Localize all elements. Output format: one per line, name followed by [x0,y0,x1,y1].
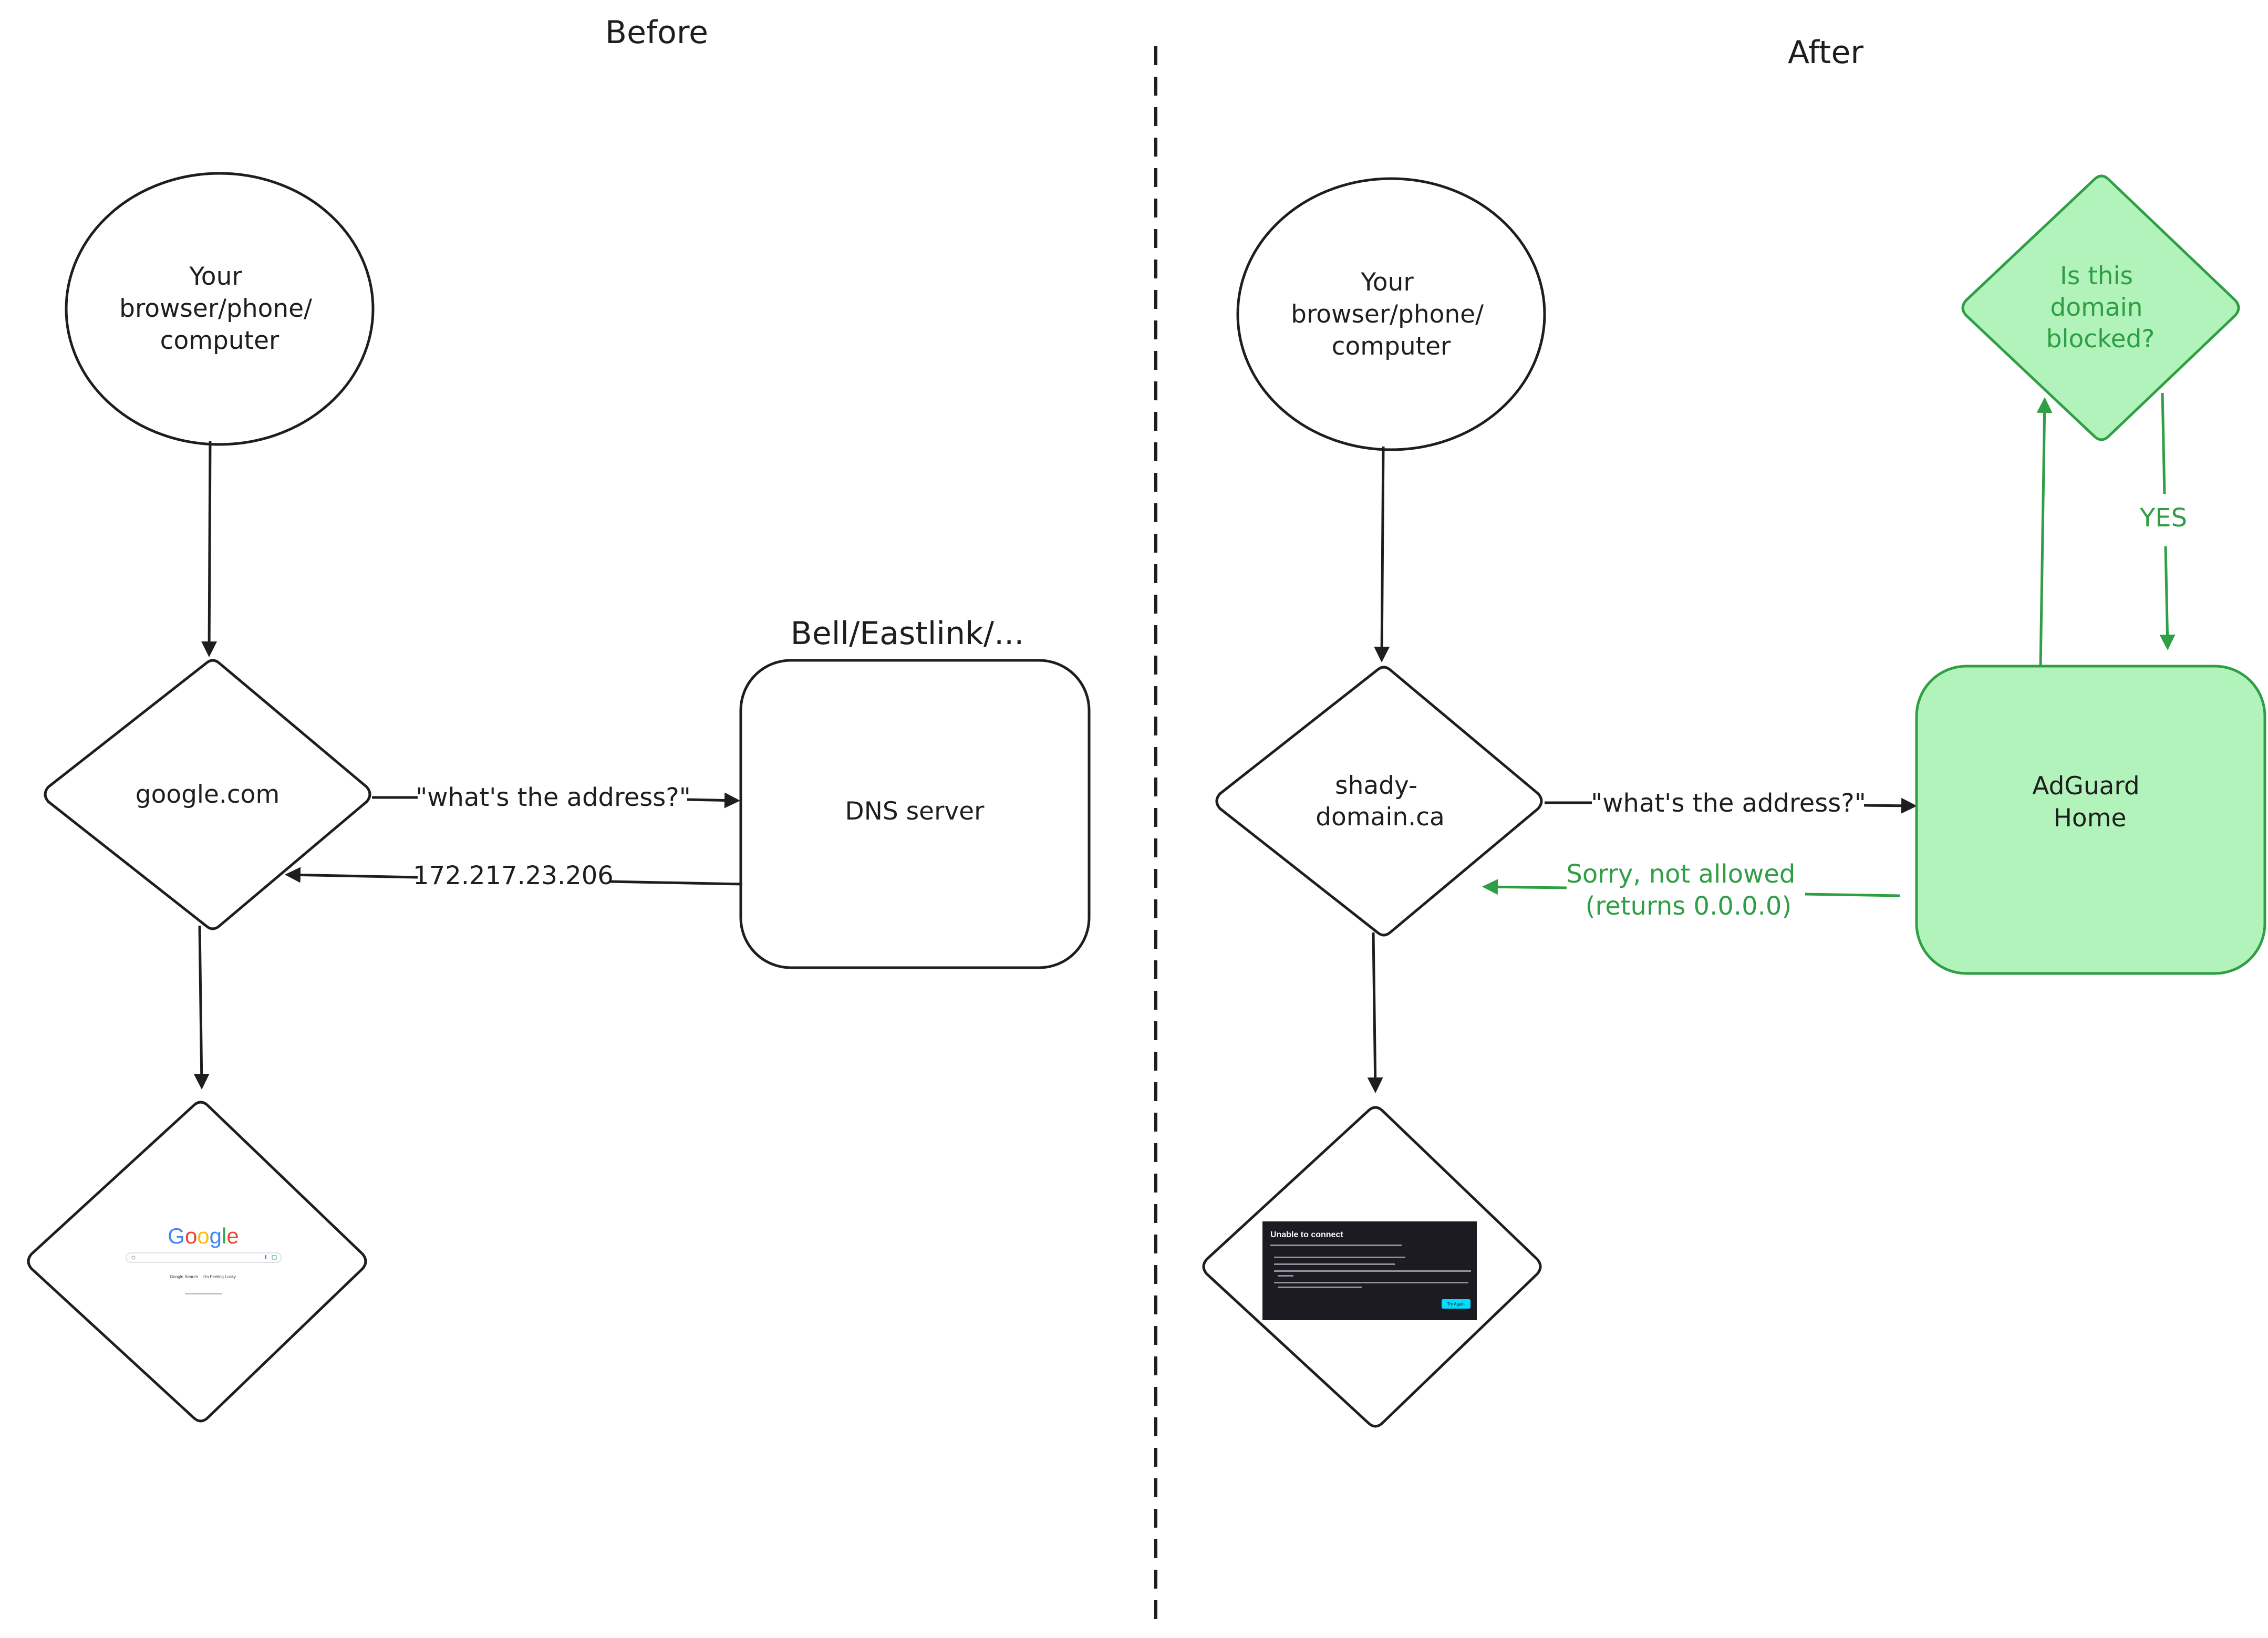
try-again-button [1442,1299,1470,1309]
after-domain-line-2: domain.ca [1316,803,1445,832]
google-logo-letter-5: l [222,1224,226,1248]
before-domain-node: google.com [44,659,371,930]
error-bullet-line-1 [1274,1257,1405,1258]
error-bullet-line-2 [1274,1263,1395,1265]
yes-arrow-b [2159,546,2176,650]
google-logo-letter-3: o [197,1224,209,1248]
before-query-arrow-b [687,792,740,808]
after-result-node: Unable to connect Try Again [1202,1106,1542,1428]
adguard-home-line-1: AdGuard [2032,772,2140,801]
yes-label: YES [2139,503,2187,533]
after-client-node: Your browser/phone/ computer [1236,177,1546,451]
google-search-button: Google Search [170,1274,198,1279]
after-response-line-2: (returns 0.0.0.0) [1586,891,1791,921]
before-domain-to-result-arrow [193,925,210,1090]
yes-arrow-a [2161,392,2166,494]
search-icon [131,1256,136,1260]
after-client-line-2: browser/phone/ [1291,300,1484,329]
before-dns-server-node: DNS server [739,659,1091,969]
error-description-line-1 [1270,1245,1402,1246]
after-response-arrow-b [1482,879,1567,895]
before-response-arrow-a [609,880,743,886]
blocked-decision-node: Is this domain blocked? [1961,174,2240,441]
before-dns-server-label: DNS server [845,797,985,826]
adguard-home-label: AdGuard Home [2032,772,2147,833]
after-client-to-domain-arrow [1374,446,1390,662]
blocked-decision-label: Is this domain blocked? [2046,262,2155,354]
after-domain-node: shady- domain.ca [1215,666,1543,937]
adguard-to-decision-arrow [2036,397,2053,668]
before-client-node: Your browser/phone/ computer [65,172,375,446]
after-response-arrow-a [1805,893,1900,897]
before-query-label: "what's the address?" [416,783,691,812]
google-logo: Google [168,1224,239,1248]
before-client-line-1: Your [189,262,242,291]
blocked-decision-line-1: Is this [2060,262,2133,291]
after-query-label: "what's the address?" [1591,789,1866,818]
after-response-line-1: Sorry, not allowed [1566,859,1795,889]
google-logo-letter-2: o [185,1224,197,1248]
feeling-lucky-button: I'm Feeling Lucky [203,1274,236,1279]
after-response-label: Sorry, not allowed (returns 0.0.0.0) [1566,859,1803,921]
error-bullet-line-4b [1278,1287,1362,1288]
google-footer-line [185,1293,222,1294]
before-response-label: 172.217.23.206 [413,861,614,890]
after-domain-to-result-arrow [1367,932,1383,1093]
after-title: After [1788,34,1863,71]
before-response-arrow-b [285,867,418,883]
google-search-box [126,1252,282,1263]
error-bullet-line-3 [1274,1270,1471,1272]
before-title: Before [605,14,708,51]
before-client-line-2: browser/phone/ [119,294,312,323]
blocked-decision-line-3: blocked? [2046,325,2155,354]
after-domain-label: shady- domain.ca [1316,771,1445,832]
before-client-line-3: computer [160,326,279,355]
before-client-label: Your browser/phone/ computer [119,262,320,355]
google-logo-letter-4: g [210,1224,222,1248]
adguard-home-line-2: Home [2054,804,2127,833]
after-query-arrow-b [1863,797,1917,814]
try-again-label: Try Again [1447,1302,1465,1307]
before-result-node: Google Google Search I'm Feeling Lucky [27,1101,367,1423]
blocked-decision-line-2: domain [2050,293,2143,322]
before-isp-label: Bell/Eastlink/... [791,615,1024,652]
google-homepage-screenshot: Google Google Search I'm Feeling Lucky [126,1224,282,1294]
error-page-title: Unable to connect [1270,1230,1343,1239]
unable-to-connect-screenshot: Unable to connect Try Again [1262,1221,1477,1320]
before-client-to-domain-arrow [201,441,218,657]
after-client-label: Your browser/phone/ computer [1291,268,1492,361]
google-logo-letter-6: e [226,1224,239,1248]
before-domain-label: google.com [136,780,279,809]
after-client-line-1: Your [1360,268,1414,297]
google-logo-letter-1: G [168,1224,185,1248]
adguard-home-node: AdGuard Home [1915,665,2266,975]
error-bullet-line-3b [1278,1275,1293,1277]
mic-icon [265,1255,266,1259]
camera-icon [272,1255,277,1260]
after-client-line-3: computer [1332,332,1451,361]
after-domain-line-1: shady- [1335,771,1417,800]
error-bullet-line-4 [1274,1282,1468,1283]
